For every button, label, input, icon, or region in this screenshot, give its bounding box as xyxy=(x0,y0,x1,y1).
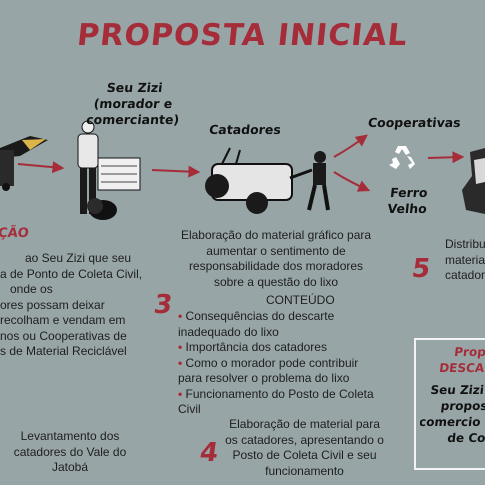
recycle-icon xyxy=(389,146,415,169)
arrow-2 xyxy=(151,165,201,178)
page-title: PROPOSTA INICIAL xyxy=(75,18,410,53)
proposal-box xyxy=(414,338,485,470)
list-item: Consequências do descarte inadequado do … xyxy=(178,309,383,340)
cart-icon xyxy=(205,147,330,214)
left-section-heading: ÇÃO xyxy=(0,226,30,241)
step3-content-list: Consequências do descarte inadequado do … xyxy=(178,309,383,418)
step3-content-title: CONTEÚDO xyxy=(266,293,335,307)
truck-icon xyxy=(0,136,48,191)
arrow-3 xyxy=(333,134,368,158)
bags-icon xyxy=(87,198,117,220)
proposal-box-text: Seu Zizi n propost comercio vi de Col xyxy=(420,383,485,445)
survey-text: Levantamento dos catadores do Vale do Ja… xyxy=(13,429,127,474)
scrap-pile-icon xyxy=(462,148,485,214)
seu-zizi-label: Seu Zizi (morador e comerciante) xyxy=(85,80,181,127)
proposal-box-content: Prop DESCA Seu Zizi n propost comercio v… xyxy=(420,344,485,446)
cooperativas-label: Cooperativas xyxy=(367,115,462,130)
list-item: Importância dos catadores xyxy=(178,340,383,356)
left-section-text: ao Seu Zizi que seu a de Ponto de Coleta… xyxy=(0,251,143,358)
list-item: Funcionamento do Posto de Coleta Civil xyxy=(178,387,383,418)
catadores-label: Catadores xyxy=(208,122,282,137)
ferro-velho-label: Ferro Velho xyxy=(386,185,429,216)
arrow-1 xyxy=(17,161,65,174)
list-item: Como o morador pode contribuir para reso… xyxy=(178,356,383,387)
arrow-4 xyxy=(333,171,371,192)
proposal-box-heading: Prop DESCA xyxy=(438,345,485,375)
step5-text: Distribu materia catadore xyxy=(445,237,485,282)
step4-text: Elaboração de material para os catadores… xyxy=(225,417,384,478)
step3-intro: Elaboração do material gráfico para aume… xyxy=(180,228,372,289)
arrow-5 xyxy=(427,151,465,164)
person-icon xyxy=(77,120,99,214)
stall-icon xyxy=(97,157,141,191)
